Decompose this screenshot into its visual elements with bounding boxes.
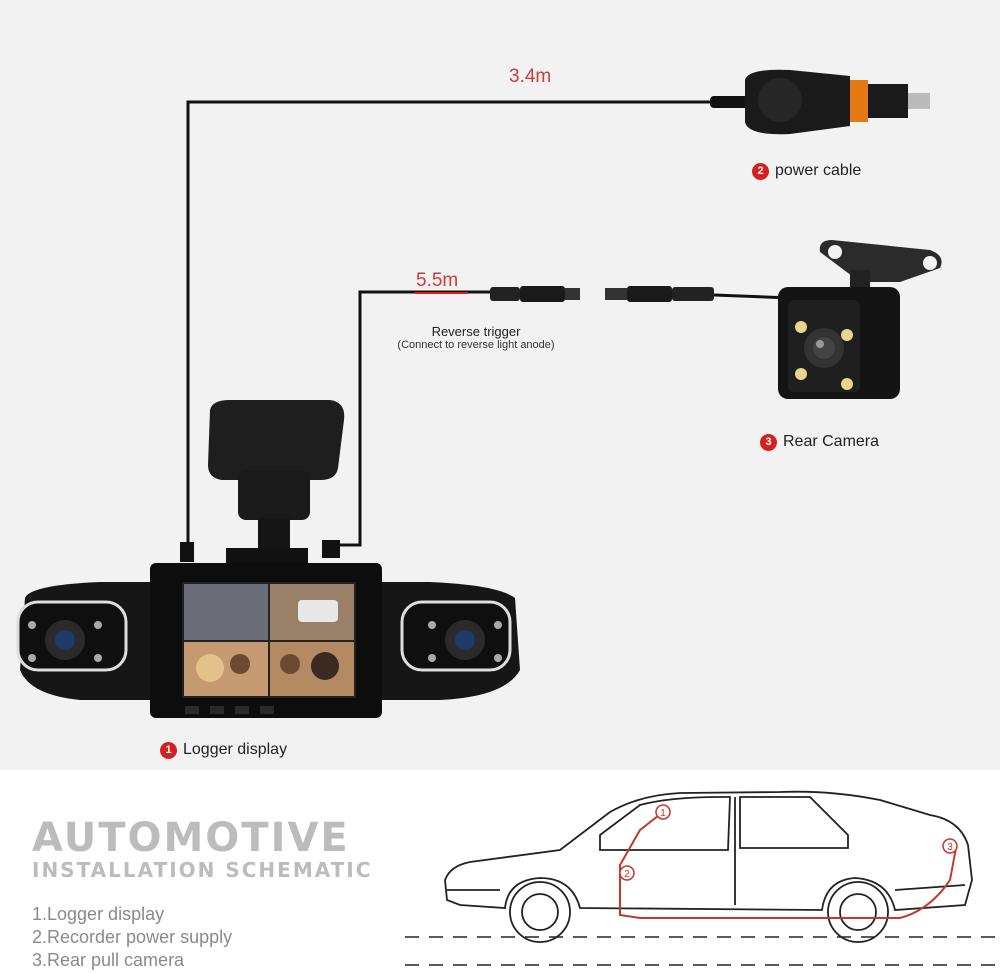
power-cable xyxy=(186,100,720,545)
list-item: 2.Recorder power supply xyxy=(32,927,233,947)
power-cable-length: 3.4m xyxy=(509,66,552,87)
schematic-list: 1.Logger display 2.Recorder power supply… xyxy=(32,903,232,972)
dashcam-body xyxy=(16,563,520,718)
badge-1: 1 xyxy=(160,741,177,759)
reverse-trigger-title: Reverse trigger xyxy=(431,324,521,339)
car-marker-2: 2 xyxy=(624,869,630,880)
reverse-trigger-subtitle: (Connect to reverse light anode) xyxy=(397,339,555,351)
wiring-route xyxy=(619,811,957,919)
badge-2: 2 xyxy=(752,162,769,180)
reverse-trigger-note: Reverse trigger (Connect to reverse ligh… xyxy=(378,324,574,351)
badge-3: 3 xyxy=(760,433,777,451)
car-marker-3: 3 xyxy=(947,842,953,853)
rear-camera xyxy=(778,240,942,399)
logger-display-label: Logger display xyxy=(183,741,288,758)
component-label-rear: 3 Rear Camera xyxy=(760,433,879,451)
component-label-logger: 1 Logger display xyxy=(160,741,287,759)
rear-connector-left xyxy=(490,286,580,302)
rear-camera-label: Rear Camera xyxy=(783,433,880,450)
rear-connector-right xyxy=(605,286,714,302)
power-cable-label: power cable xyxy=(775,162,862,179)
component-label-power: 2 power cable xyxy=(752,162,861,180)
cigarette-plug xyxy=(710,69,930,135)
rear-cable-length: 5.5m xyxy=(416,270,459,291)
car-marker-1: 1 xyxy=(660,808,666,819)
schematic-subtitle: INSTALLATION SCHEMATIC xyxy=(32,858,373,882)
car-outline xyxy=(444,790,973,943)
dashcam-mount xyxy=(180,400,345,566)
schematic-title: AUTOMOTIVE xyxy=(32,815,350,861)
schematic-area xyxy=(0,770,1000,973)
list-item: 1.Logger display xyxy=(32,904,165,924)
list-item: 3.Rear pull camera xyxy=(32,950,185,970)
